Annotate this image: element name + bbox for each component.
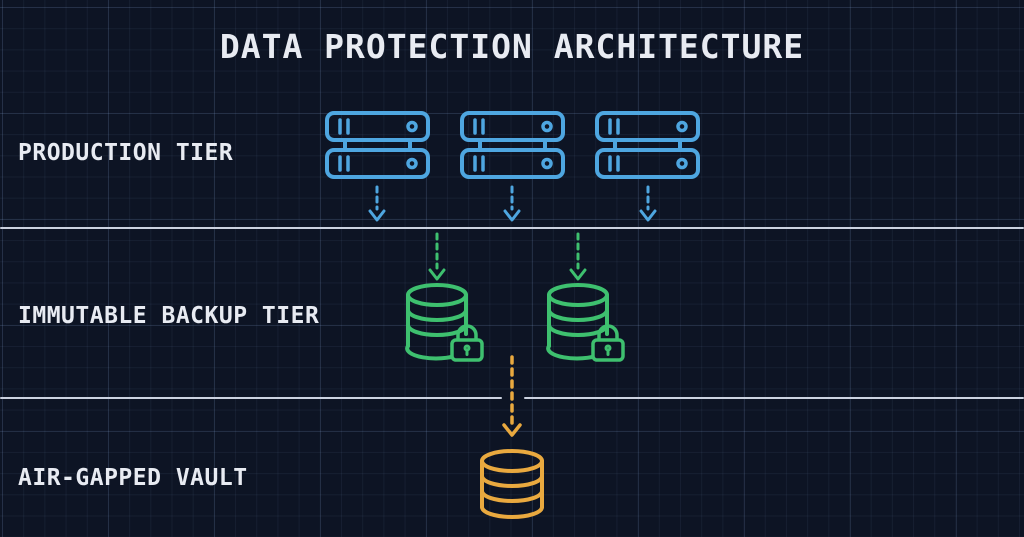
server-icon (460, 111, 565, 179)
locked-database-icon (546, 283, 625, 362)
flow-arrow-backup-icon (569, 232, 587, 281)
flow-arrow-backup-icon (428, 232, 446, 281)
tier-divider (524, 397, 1024, 399)
server-icon (325, 111, 430, 179)
flow-arrow-vault-icon (502, 355, 522, 437)
server-icon (595, 111, 700, 179)
database-icon (480, 449, 544, 519)
flow-arrow-production-icon (368, 185, 386, 222)
tier-label-air-gapped-vault: AIR-GAPPED VAULT (18, 465, 248, 491)
page-title: DATA PROTECTION ARCHITECTURE (219, 27, 805, 66)
tier-label-production: PRODUCTION TIER (18, 140, 234, 166)
locked-database-icon (405, 283, 484, 362)
flow-arrow-production-icon (639, 185, 657, 222)
tier-divider (0, 227, 1024, 229)
tier-label-immutable-backup: IMMUTABLE BACKUP TIER (18, 303, 320, 329)
flow-arrow-production-icon (503, 185, 521, 222)
tier-divider (0, 397, 502, 399)
